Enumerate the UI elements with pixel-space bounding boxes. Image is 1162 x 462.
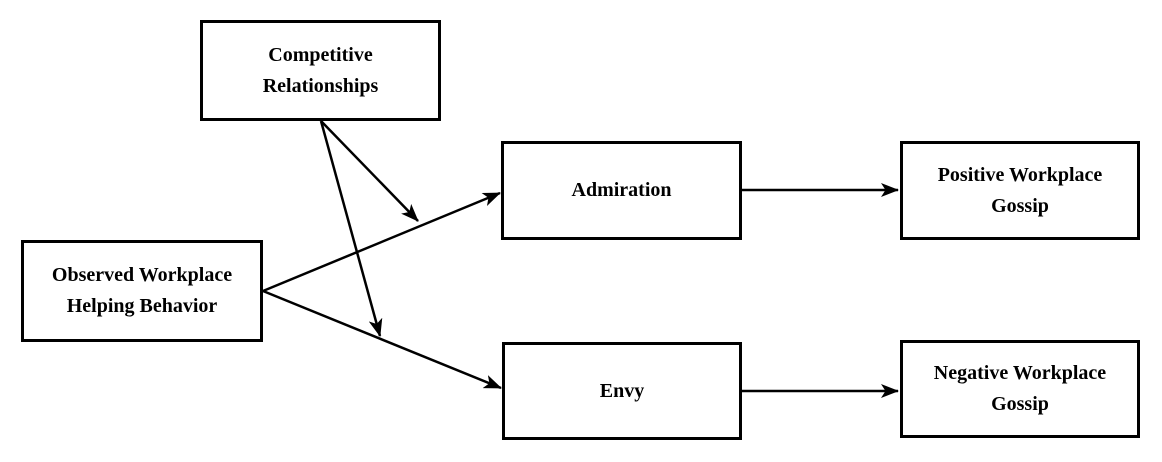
node-positive-workplace-gossip: Positive Workplace Gossip xyxy=(900,141,1140,240)
node-competitive-relationships-label: Competitive Relationships xyxy=(262,43,379,97)
node-competitive-relationships: Competitive Relationships xyxy=(200,20,441,121)
node-negative-workplace-gossip: Negative Workplace Gossip xyxy=(900,340,1140,438)
node-envy: Envy xyxy=(502,342,742,440)
node-positive-workplace-gossip-label: Positive Workplace Gossip xyxy=(937,163,1103,217)
node-admiration-label: Admiration xyxy=(571,179,672,201)
edge-competitive-moderates-envy-path xyxy=(319,120,383,337)
node-observed-workplace-helping-behavior-label: Observed Workplace Helping Behavior xyxy=(51,264,233,317)
node-envy-label: Envy xyxy=(599,379,645,402)
node-admiration: Admiration xyxy=(501,141,742,240)
edge-observed-to-envy xyxy=(262,289,502,390)
edge-observed-to-admiration xyxy=(262,191,501,293)
node-observed-workplace-helping-behavior: Observed Workplace Helping Behavior xyxy=(21,240,263,342)
edge-competitive-moderates-admiration-path xyxy=(320,120,419,222)
node-negative-workplace-gossip-label: Negative Workplace Gossip xyxy=(933,362,1107,415)
